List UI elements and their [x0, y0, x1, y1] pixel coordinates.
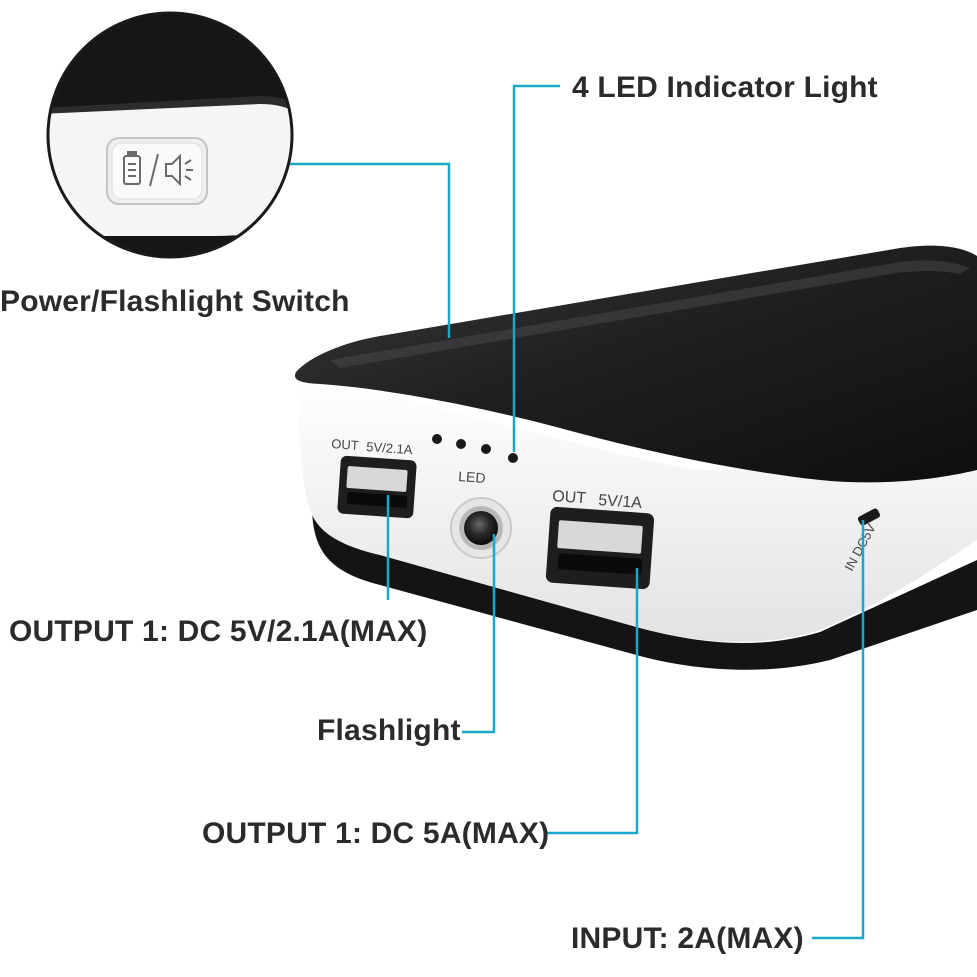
flashlight-label: Flashlight: [317, 714, 461, 747]
led-dot-2: [456, 439, 466, 449]
port2-spec-text: 5V/1A: [598, 492, 643, 512]
leader-input: [812, 520, 865, 940]
output1-label: OUTPUT 1: DC 5V/2.1A(MAX): [9, 615, 428, 648]
led-dot-3: [481, 444, 491, 454]
top-face-highlight: [330, 260, 970, 368]
input-label: INPUT: 2A(MAX): [571, 922, 804, 955]
leader-lines: [290, 84, 865, 940]
led-indicator-label: 4 LED Indicator Light: [572, 71, 878, 104]
led-dot-4: [508, 453, 518, 463]
leader-power-switch: [290, 162, 451, 338]
port2-out-text: OUT: [552, 488, 587, 507]
power-bank-body: [295, 245, 977, 670]
port1-spec-text: 5V/2.1A: [366, 439, 414, 457]
body-white-band: [298, 378, 977, 642]
led-text: LED: [458, 468, 486, 486]
battery-speaker-icon: [123, 151, 193, 187]
switch-zoom-inset: [46, 11, 294, 259]
power-switch-label: Power/Flashlight Switch: [0, 285, 350, 318]
output2-label: OUTPUT 1: DC 5A(MAX): [202, 817, 550, 850]
leader-output-2: [545, 568, 639, 835]
port1-out-text: OUT: [331, 436, 359, 453]
body-top-face: [295, 245, 977, 483]
leader-flashlight: [462, 534, 496, 734]
body-base: [312, 505, 977, 670]
usb-port-2: [545, 506, 655, 590]
led-dot-1: [432, 434, 442, 444]
usb-port-1: [337, 455, 417, 519]
flashlight-lens: [450, 497, 512, 559]
leader-led-indicator: [512, 84, 560, 452]
